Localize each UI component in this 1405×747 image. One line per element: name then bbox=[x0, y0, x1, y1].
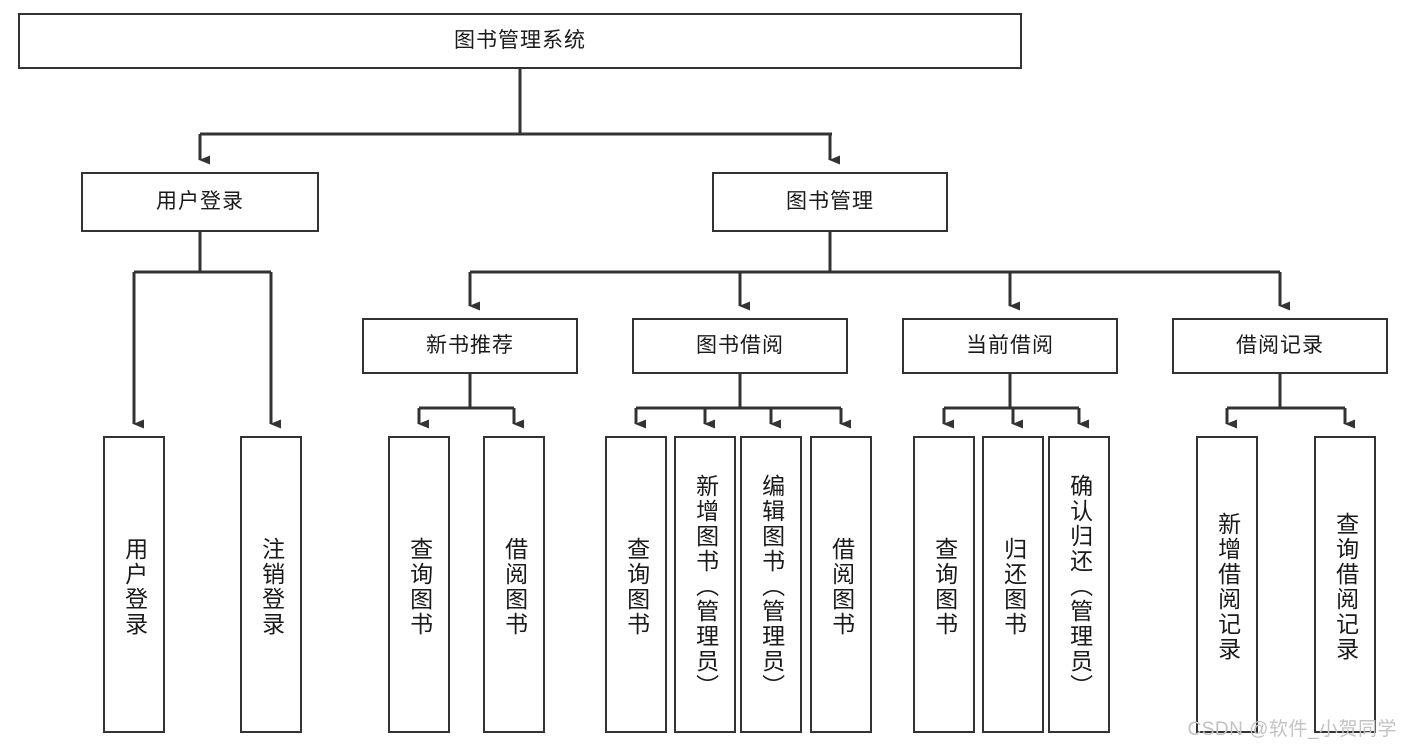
node-leaf-query-book-cb-label: 查询图书 bbox=[931, 536, 958, 637]
node-leaf-query-book-rec-label: 查询图书 bbox=[406, 536, 433, 637]
node-leaf-user-login-label: 用户登录 bbox=[121, 536, 148, 637]
node-book-manage-label: 图书管理 bbox=[786, 189, 874, 213]
node-borrow-record-label: 借阅记录 bbox=[1236, 333, 1324, 357]
watermark: CSDN @软件_小贺同学 bbox=[1187, 719, 1397, 740]
node-book-manage[interactable]: 图书管理 bbox=[712, 172, 948, 232]
node-leaf-confirm-return-label: 确认归还（管理员） bbox=[1066, 474, 1093, 699]
node-leaf-user-login[interactable]: 用户登录 bbox=[103, 436, 165, 733]
node-user-login-label: 用户登录 bbox=[156, 189, 244, 213]
node-leaf-query-book-bb[interactable]: 查询图书 bbox=[605, 436, 667, 733]
node-leaf-return-book[interactable]: 归还图书 bbox=[982, 436, 1044, 733]
node-current-borrow-label: 当前借阅 bbox=[966, 333, 1054, 357]
node-leaf-add-record[interactable]: 新增借阅记录 bbox=[1196, 436, 1258, 733]
node-root[interactable]: 图书管理系统 bbox=[18, 13, 1022, 69]
node-new-book-recommend[interactable]: 新书推荐 bbox=[362, 318, 578, 374]
node-leaf-query-book-rec[interactable]: 查询图书 bbox=[388, 436, 450, 733]
node-current-borrow[interactable]: 当前借阅 bbox=[902, 318, 1118, 374]
node-leaf-borrow-book-rec-label: 借阅图书 bbox=[501, 536, 528, 637]
node-book-borrow-label: 图书借阅 bbox=[696, 333, 784, 357]
node-leaf-edit-book-label: 编辑图书（管理员） bbox=[758, 474, 785, 699]
node-root-label: 图书管理系统 bbox=[454, 28, 586, 52]
node-leaf-add-record-label: 新增借阅记录 bbox=[1214, 511, 1241, 662]
node-leaf-borrow-book-rec[interactable]: 借阅图书 bbox=[483, 436, 545, 733]
node-new-book-recommend-label: 新书推荐 bbox=[426, 333, 514, 357]
node-user-login[interactable]: 用户登录 bbox=[81, 172, 319, 232]
node-leaf-confirm-return[interactable]: 确认归还（管理员） bbox=[1048, 436, 1110, 733]
node-leaf-query-book-bb-label: 查询图书 bbox=[623, 536, 650, 637]
node-leaf-query-record[interactable]: 查询借阅记录 bbox=[1314, 436, 1376, 733]
node-leaf-return-book-label: 归还图书 bbox=[1000, 536, 1027, 637]
node-leaf-add-book-label: 新增图书（管理员） bbox=[692, 474, 719, 699]
node-leaf-query-book-cb[interactable]: 查询图书 bbox=[913, 436, 975, 733]
node-leaf-borrow-book-bb-label: 借阅图书 bbox=[828, 536, 855, 637]
node-leaf-add-book[interactable]: 新增图书（管理员） bbox=[674, 436, 736, 733]
node-leaf-borrow-book-bb[interactable]: 借阅图书 bbox=[810, 436, 872, 733]
node-book-borrow[interactable]: 图书借阅 bbox=[632, 318, 848, 374]
node-leaf-logout[interactable]: 注销登录 bbox=[240, 436, 302, 733]
node-borrow-record[interactable]: 借阅记录 bbox=[1172, 318, 1388, 374]
node-leaf-logout-label: 注销登录 bbox=[258, 536, 285, 637]
node-leaf-edit-book[interactable]: 编辑图书（管理员） bbox=[740, 436, 802, 733]
node-leaf-query-record-label: 查询借阅记录 bbox=[1332, 511, 1359, 662]
